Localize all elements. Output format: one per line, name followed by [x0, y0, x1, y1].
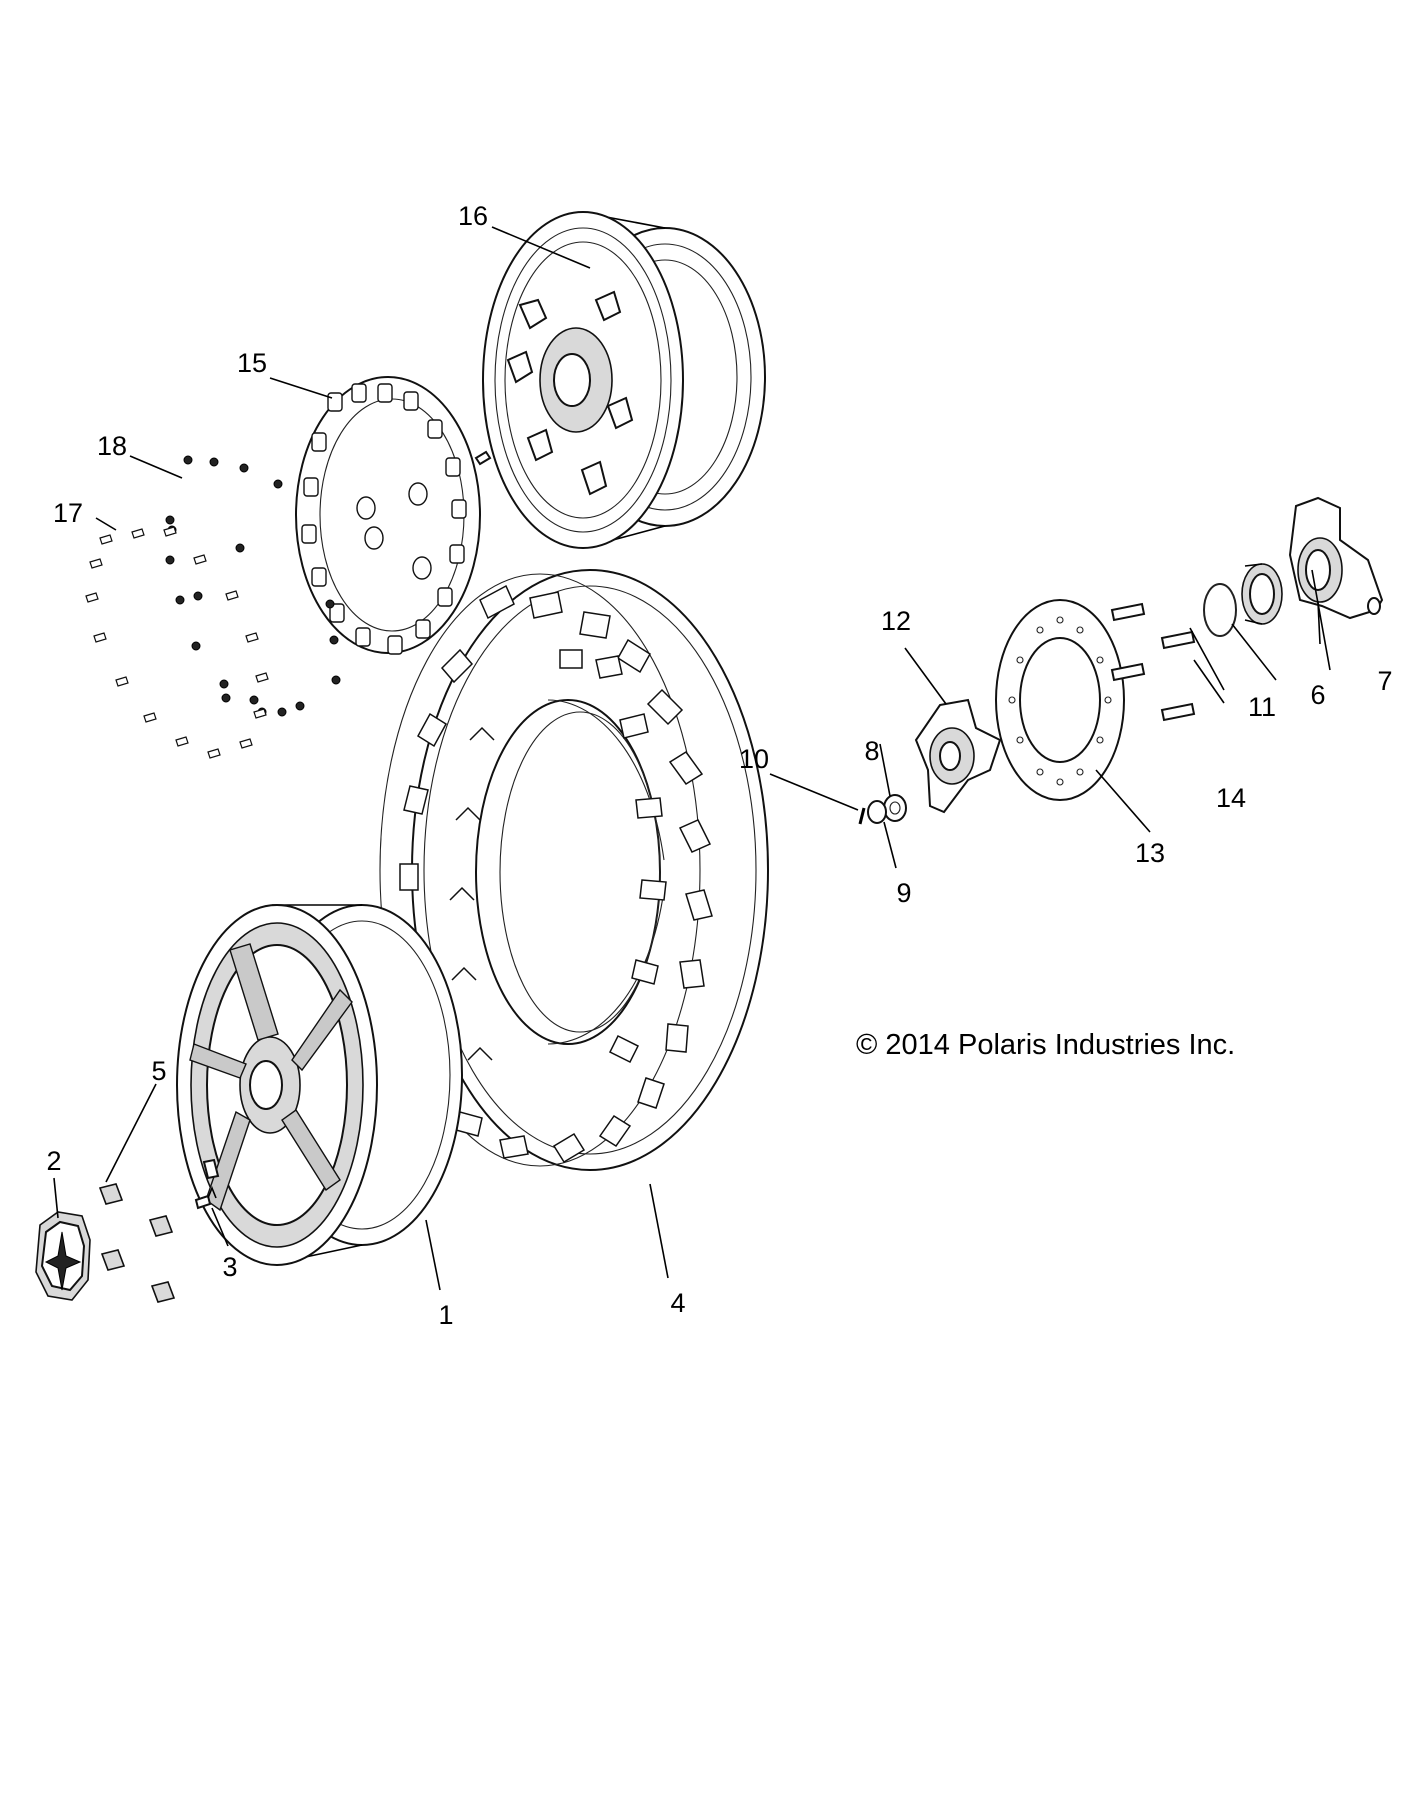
callout-9: 9	[896, 878, 911, 908]
wheel-16-illustration	[482, 211, 766, 549]
callout-3: 3	[222, 1252, 237, 1282]
callout-1: 1	[438, 1300, 453, 1330]
callout-2: 2	[46, 1146, 61, 1176]
beadlock-ring-15-illustration	[295, 376, 492, 655]
callout-12: 12	[881, 606, 911, 636]
retaining-ring-11-illustration	[1203, 583, 1237, 637]
leader-lines	[53, 226, 1331, 1291]
callout-5: 5	[151, 1056, 166, 1086]
knuckle-7-illustration	[1288, 496, 1384, 620]
callout-16: 16	[458, 201, 488, 231]
hub-cap-2-illustration	[35, 1211, 91, 1301]
axle-nut-washer-8-9-10-illustration	[858, 794, 907, 825]
wheel-1-illustration	[176, 904, 463, 1266]
callout-13: 13	[1135, 838, 1165, 868]
fastener-set-17-18-illustration	[85, 455, 341, 759]
callout-7: 7	[1377, 666, 1392, 696]
callout-17: 17	[53, 498, 83, 528]
copyright-notice: © 2014 Polaris Industries Inc.	[856, 1029, 1235, 1061]
callout-10: 10	[739, 744, 769, 774]
callout-4: 4	[670, 1288, 685, 1318]
hub-12-illustration	[914, 698, 1002, 814]
valve-stem-3-illustration	[194, 1185, 217, 1210]
callout-15: 15	[237, 348, 267, 378]
lug-nuts-5-illustration	[98, 1183, 176, 1303]
callout-6: 6	[1310, 680, 1325, 710]
callout-18: 18	[97, 431, 127, 461]
callout-11: 11	[1248, 692, 1276, 722]
disc-bolts-14-illustration	[1110, 602, 1196, 722]
bearing-6-illustration	[1241, 563, 1283, 625]
callout-14: 14	[1216, 783, 1246, 813]
callout-8: 8	[864, 736, 879, 766]
callout-labels: 16 15 18 17 5 2 3 1 4 7 6 11 14 13 12 8 …	[46, 201, 1392, 1330]
brake-disc-13-illustration	[995, 599, 1125, 801]
